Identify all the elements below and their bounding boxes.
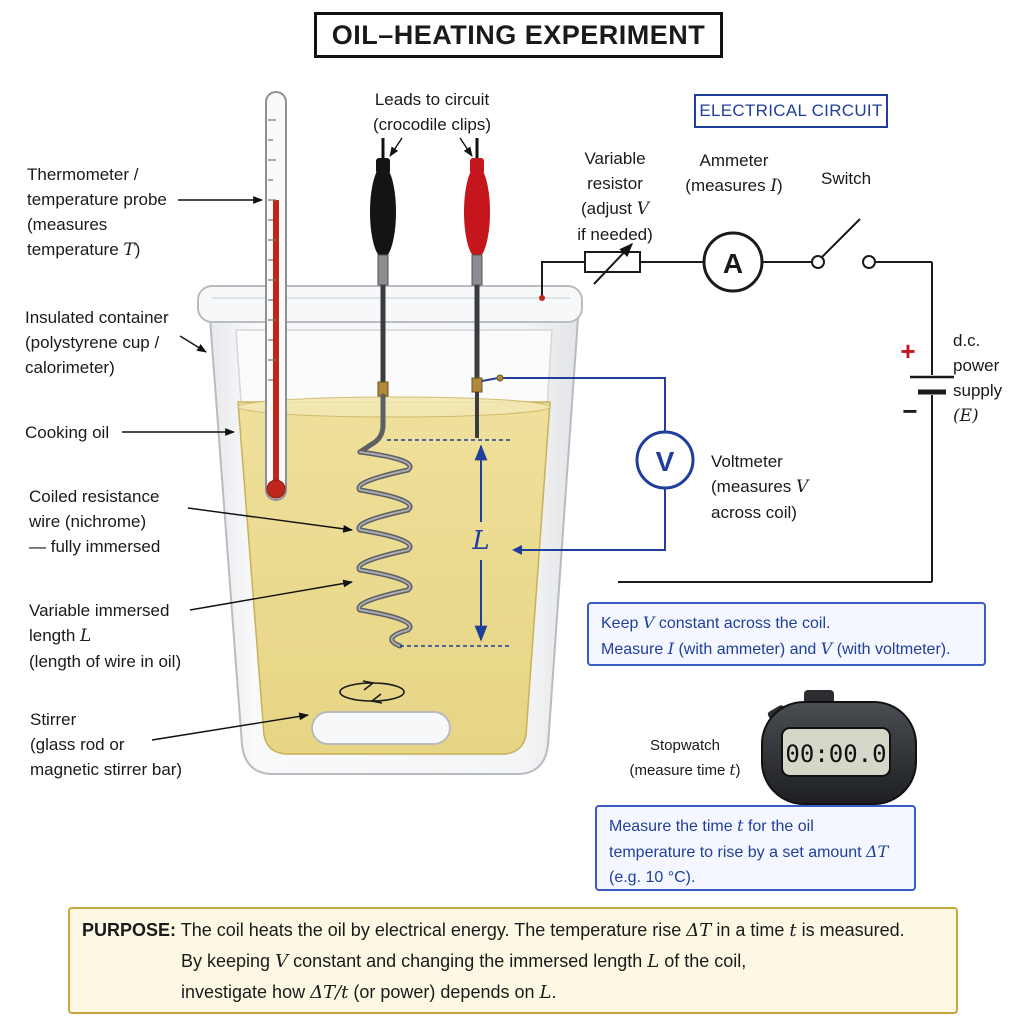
stirrer <box>311 680 451 745</box>
container-label: Insulated container (polystyrene cup / c… <box>25 308 169 377</box>
thermometer <box>265 91 287 501</box>
cup-rim <box>197 285 583 323</box>
plus-terminal: + <box>900 336 915 366</box>
ammeter-label: Ammeter (measures I) <box>685 151 783 196</box>
ammeter <box>702 231 764 293</box>
length-marker <box>387 439 512 647</box>
timing-note: Measure the time t for the oil temperatu… <box>595 805 916 891</box>
stopwatch-display: 00:00.0 <box>785 740 886 768</box>
constant-v-note: Keep V constant across the coil. Measure… <box>587 602 986 666</box>
voltmeter-label: Voltmeter (measures V across coil) <box>711 452 809 522</box>
switch-label: Switch <box>821 169 872 188</box>
voltmeter-wiring <box>481 377 666 551</box>
purpose-box: PURPOSE: The coil heats the oil by elect… <box>68 907 958 1014</box>
length-symbol: L <box>471 526 489 556</box>
purpose-tag: PURPOSE: <box>82 920 177 940</box>
voltmeter <box>635 430 695 490</box>
circuit-heading: ELECTRICAL CIRCUIT <box>694 94 888 128</box>
voltmeter-symbol: V <box>656 446 675 477</box>
black-lead <box>370 138 396 397</box>
insulated-container <box>197 285 583 775</box>
switch <box>811 218 876 269</box>
length-label: Variable immersed length L (length of wi… <box>29 601 182 671</box>
thermometer-label: Thermometer / temperature probe (measure… <box>27 165 167 260</box>
resistance-coil <box>356 393 413 649</box>
power-supply-label: d.c. power supply (E) <box>953 331 1003 426</box>
variable-resistor <box>584 242 641 285</box>
annotation-arrows <box>122 137 473 741</box>
leads-label: Leads to circuit (crocodile clips) <box>372 90 492 134</box>
resistor-label: Variable resistor (adjust V if needed) <box>577 149 653 244</box>
red-lead <box>464 138 490 438</box>
stopwatch-label: Stopwatch (measure time t) <box>629 737 741 779</box>
circuit-wiring <box>541 261 933 583</box>
oil-label: Cooking oil <box>25 423 110 442</box>
page-title: OIL–HEATING EXPERIMENT <box>314 12 723 58</box>
stopwatch <box>761 690 917 805</box>
coil-label: Coiled resistance wire (nichrome) — full… <box>29 487 161 556</box>
power-supply-cell <box>910 375 954 395</box>
stirrer-label: Stirrer (glass rod or magnetic stirrer b… <box>30 710 183 779</box>
ammeter-symbol: A <box>723 248 743 279</box>
minus-terminal: − <box>902 396 917 426</box>
